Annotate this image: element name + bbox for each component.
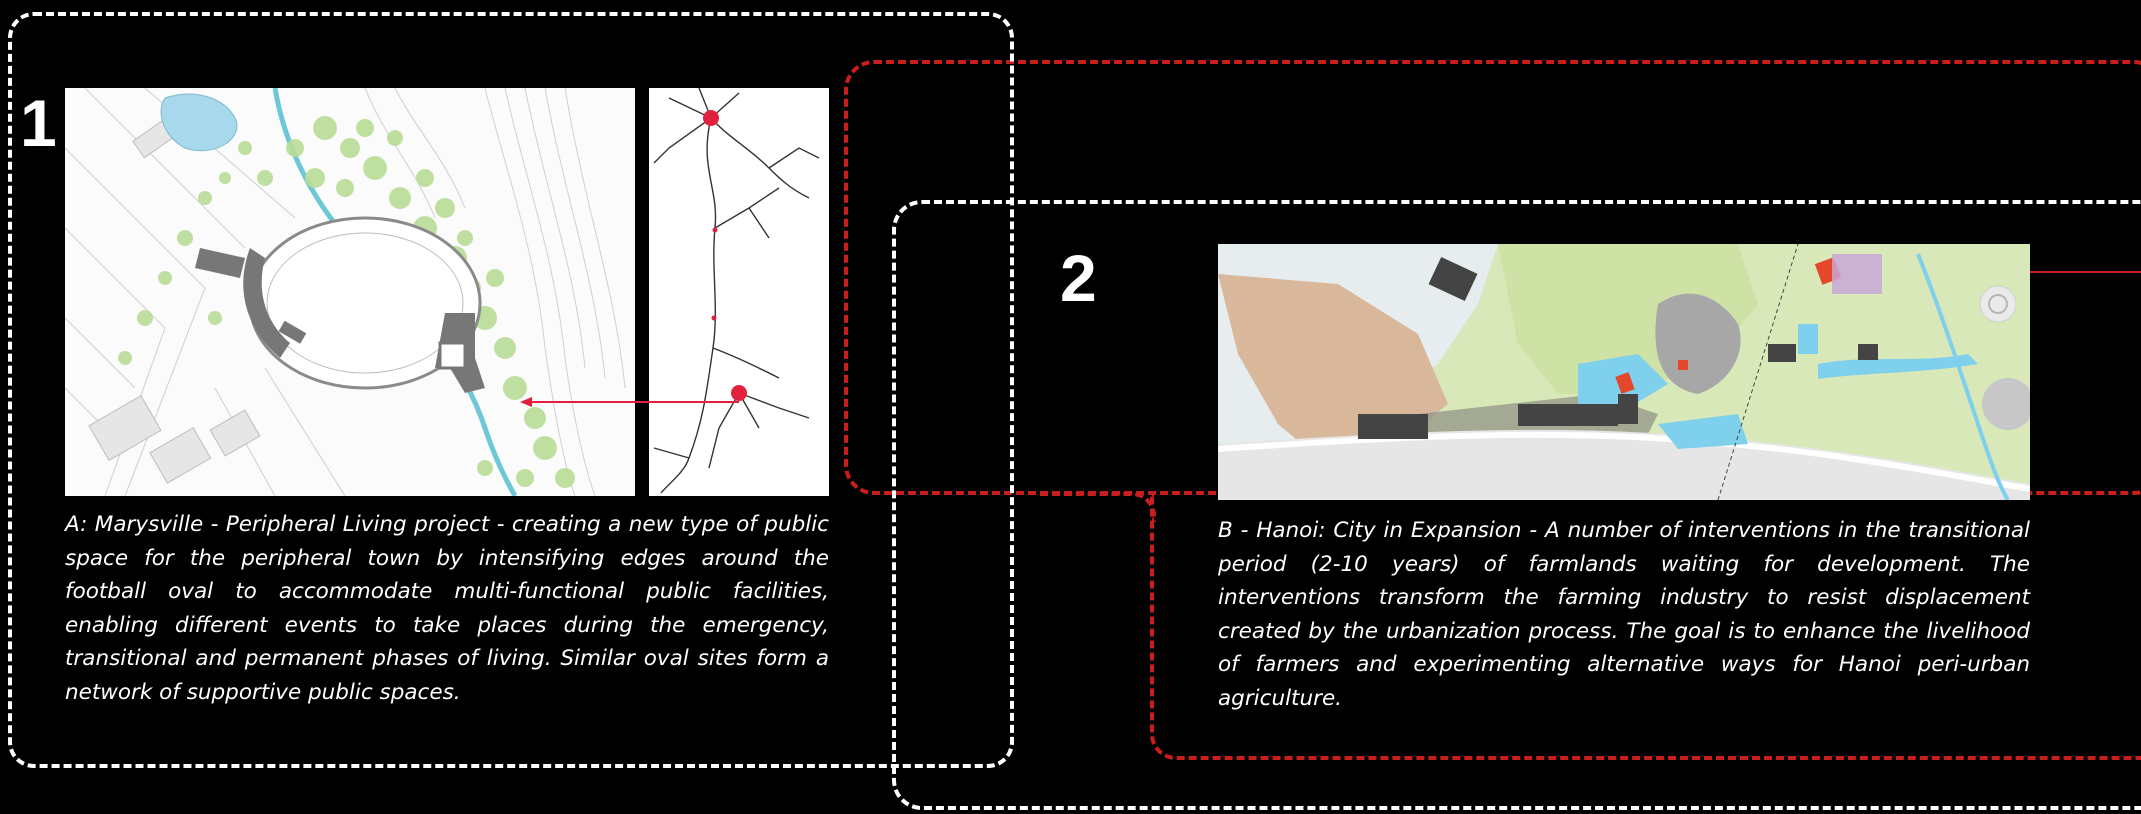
oval-network-diagram — [649, 88, 829, 496]
hanoi-expansion-map — [1218, 244, 2030, 500]
red-dashed-frame-bottom — [1150, 492, 2141, 760]
project-number-2: 2 — [1060, 241, 1097, 315]
white-dashed-frame-project-2 — [892, 200, 2141, 810]
project-a-caption: A: Marysville - Peripheral Living projec… — [65, 512, 829, 705]
project-number-1: 1 — [20, 86, 57, 160]
project-b-caption: B - Hanoi: City in Expansion - A number … — [1218, 518, 2030, 711]
white-dashed-frame-project-1 — [8, 12, 1014, 768]
marysville-site-plan — [65, 88, 635, 496]
